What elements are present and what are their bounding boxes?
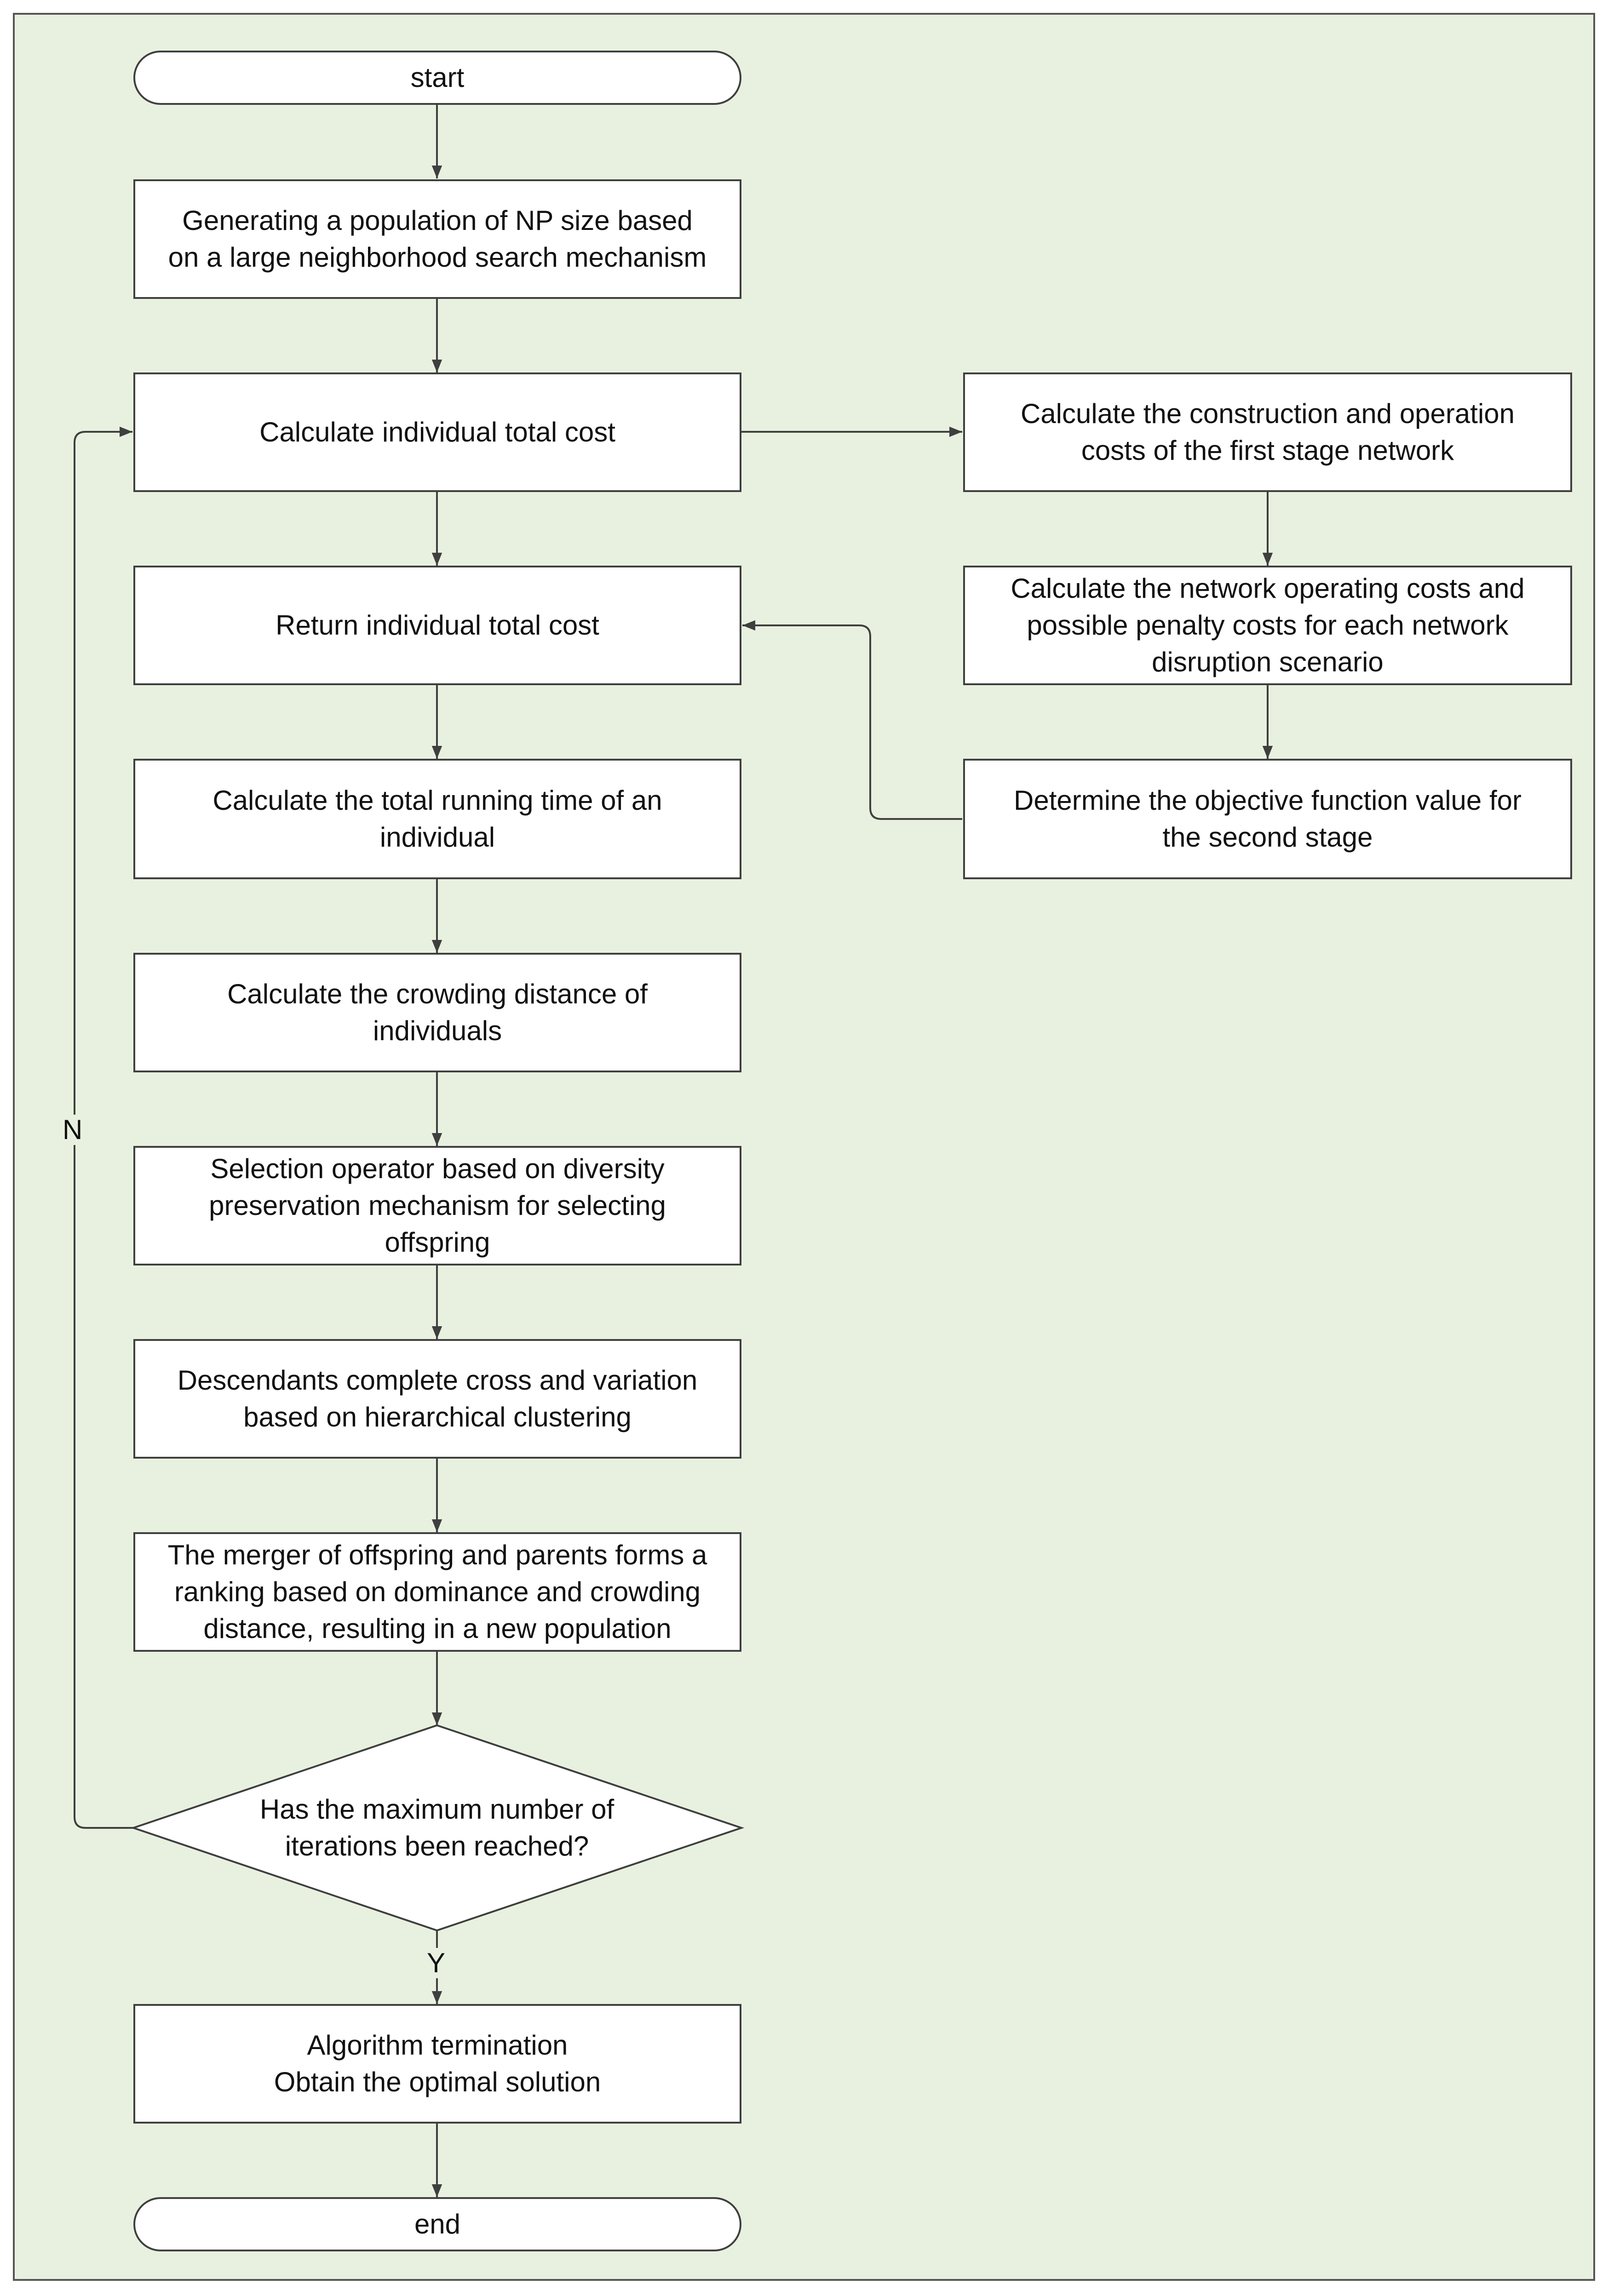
second-stage-objective-step: Determine the objective function value f… xyxy=(963,759,1572,879)
termination-step: Algorithm termination Obtain the optimal… xyxy=(133,2004,741,2124)
yes-branch-label: Y xyxy=(424,1948,448,1978)
first-stage-cost-step: Calculate the construction and operation… xyxy=(963,372,1572,492)
generate-population-step: Generating a population of NP size based… xyxy=(133,179,741,299)
calculate-total-cost-step: Calculate individual total cost xyxy=(133,372,741,492)
decision-diamond-shape xyxy=(130,1724,745,1932)
no-branch-label: N xyxy=(60,1115,86,1145)
return-total-cost-step: Return individual total cost xyxy=(133,566,741,685)
selection-operator-step: Selection operator based on diversity pr… xyxy=(133,1146,741,1265)
edge-objective-to-return xyxy=(742,620,962,820)
merge-ranking-step: The merger of offspring and parents form… xyxy=(133,1532,741,1652)
crossover-variation-step: Descendants complete cross and variation… xyxy=(133,1339,741,1459)
calculate-running-time-step: Calculate the total running time of an i… xyxy=(133,759,741,879)
start-terminal: start xyxy=(133,51,741,105)
calculate-crowding-distance-step: Calculate the crowding distance of indiv… xyxy=(133,953,741,1072)
end-terminal: end xyxy=(133,2197,741,2251)
max-iterations-decision: Has the maximum number of iterations bee… xyxy=(259,1794,614,1861)
scenario-costs-step: Calculate the network operating costs an… xyxy=(963,566,1572,685)
